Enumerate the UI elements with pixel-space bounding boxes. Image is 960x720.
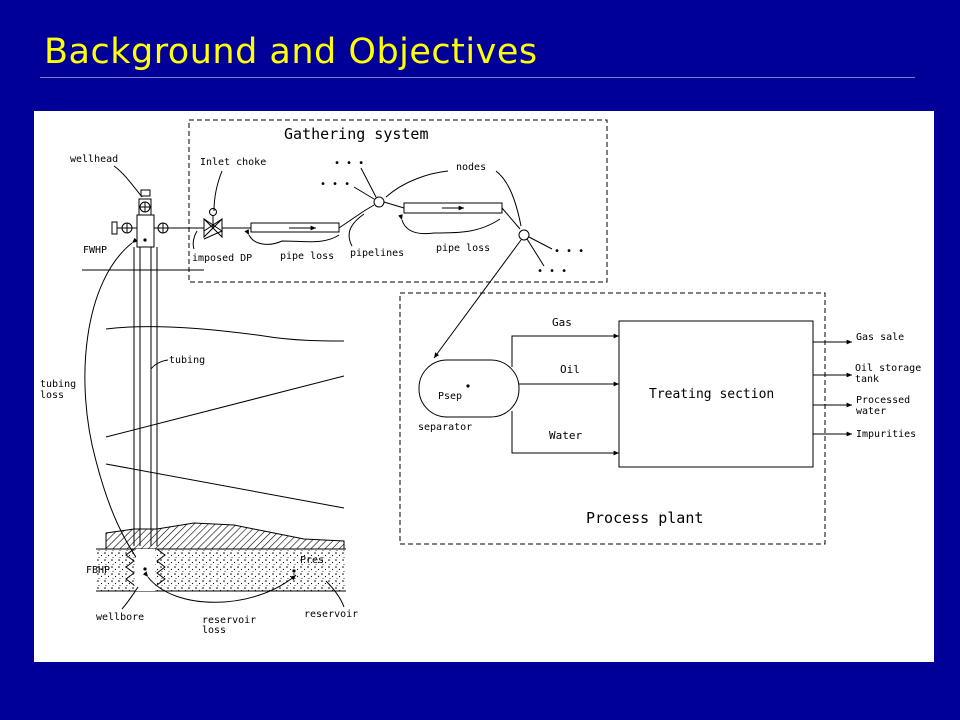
gas-sale-label: Gas sale	[856, 332, 904, 343]
separator-label: separator	[418, 422, 472, 433]
impurities-label: Impurities	[856, 429, 916, 440]
pipelines-label: pipelines	[350, 248, 404, 259]
pipe-loss-label-1: pipe loss	[280, 251, 334, 262]
fwhp-label: FWHP	[83, 245, 107, 256]
reservoir-loss-label-1: reservoir	[202, 615, 256, 626]
wellhead-label: wellhead	[70, 154, 118, 165]
production-system-diagram: Gathering system Inlet choke imposed DP …	[34, 111, 934, 662]
imposed-dp-label: imposed DP	[192, 253, 252, 264]
choke-valve-icon	[203, 208, 224, 240]
fbhp-label: FBHP	[86, 565, 110, 576]
process-plant-title: Process plant	[586, 509, 703, 527]
processed-water-label-1: Processed	[856, 395, 910, 406]
tubing-loss-label-2: loss	[40, 390, 64, 401]
treating-section	[618, 320, 814, 468]
reservoir-loss-label-2: loss	[202, 625, 226, 636]
wellbore-label: wellbore	[96, 612, 144, 623]
process-plant: Process plant Psep separator Gas Oil Wat…	[399, 292, 921, 545]
tubing-loss-label-1: tubing	[40, 379, 76, 390]
ellipsis-3: • • •	[554, 246, 584, 257]
water-label: Water	[549, 429, 582, 442]
node-icon	[518, 229, 530, 241]
pres-label: Pres	[300, 555, 324, 566]
separator-vessel	[418, 359, 520, 418]
oil-storage-label-2: tank	[855, 374, 879, 385]
node-icon	[373, 196, 385, 208]
tubing-label: tubing	[169, 355, 205, 366]
psep-label: Psep	[438, 391, 462, 402]
reservoir-label: reservoir	[304, 609, 358, 620]
ellipsis-4: • • •	[537, 266, 567, 277]
treating-section-label: Treating section	[649, 387, 774, 402]
processed-water-label-2: water	[856, 406, 886, 417]
ellipsis-1: • • •	[334, 158, 364, 169]
nodes-label: nodes	[456, 162, 486, 173]
slide-title: Background and Objectives	[44, 32, 538, 72]
oil-storage-label-1: Oil storage	[855, 363, 921, 374]
gathering-system-title: Gathering system	[284, 125, 429, 143]
inlet-choke-label: Inlet choke	[200, 157, 266, 168]
gathering-system: Gathering system Inlet choke imposed DP …	[168, 119, 608, 359]
well: wellhead FWHP tubing tubing loss FBHP	[40, 154, 358, 636]
title-divider	[40, 77, 915, 78]
gas-label: Gas	[552, 316, 572, 329]
ellipsis-2: • • •	[320, 179, 350, 190]
wellhead-icon	[111, 189, 169, 248]
oil-label: Oil	[560, 363, 580, 376]
pipe-loss-label-2: pipe loss	[436, 243, 490, 254]
